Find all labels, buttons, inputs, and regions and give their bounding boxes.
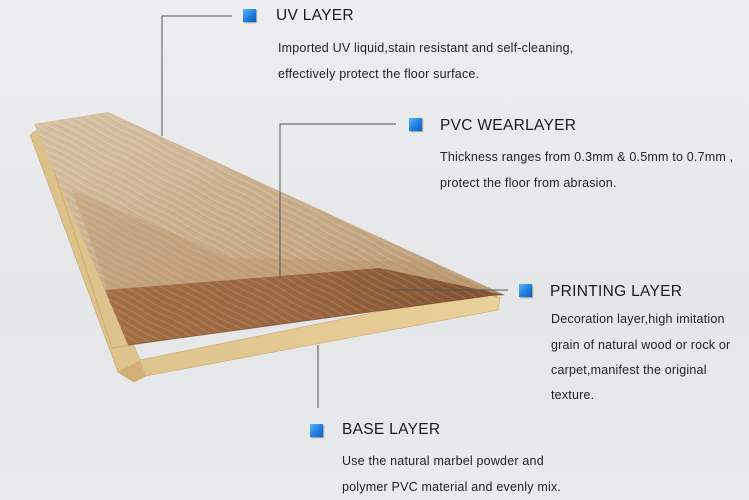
- printing-layer-desc-line-2: grain of natural wood or rock or: [551, 338, 731, 352]
- square-bullet-icon: [310, 424, 323, 437]
- uv-layer-title: UV LAYER: [276, 7, 354, 24]
- uv-leader-line: [161, 15, 232, 136]
- uv-layer-desc-line-1: Imported UV liquid,stain resistant and s…: [278, 41, 574, 55]
- pvc-wearlayer-desc-line-1: Thickness ranges from 0.3mm & 0.5mm to 0…: [440, 150, 734, 164]
- base-layer-title: BASE LAYER: [342, 421, 441, 438]
- base-layer-desc-line-2: polymer PVC material and evenly mix.: [342, 480, 562, 494]
- pvc-wearlayer-title: PVC WEARLAYER: [440, 117, 577, 134]
- square-bullet-icon: [409, 118, 422, 131]
- base-layer-desc-line-1: Use the natural marbel powder and: [342, 454, 544, 468]
- square-bullet-icon: [519, 284, 532, 297]
- uv-layer-desc-line-2: effectively protect the floor surface.: [278, 67, 480, 81]
- printing-layer-title: PRINTING LAYER: [550, 283, 683, 300]
- pvc-leader-line: [279, 123, 396, 278]
- printing-layer-desc-line-1: Decoration layer,high imitation: [551, 312, 725, 326]
- printing-layer-desc-line-4: texture.: [551, 388, 595, 402]
- square-bullet-icon: [243, 9, 256, 22]
- pvc-wearlayer-desc-line-2: protect the floor from abrasion.: [440, 176, 617, 190]
- printing-layer-desc-line-3: carpet,manifest the original: [551, 363, 707, 377]
- leader-lines: [161, 15, 508, 408]
